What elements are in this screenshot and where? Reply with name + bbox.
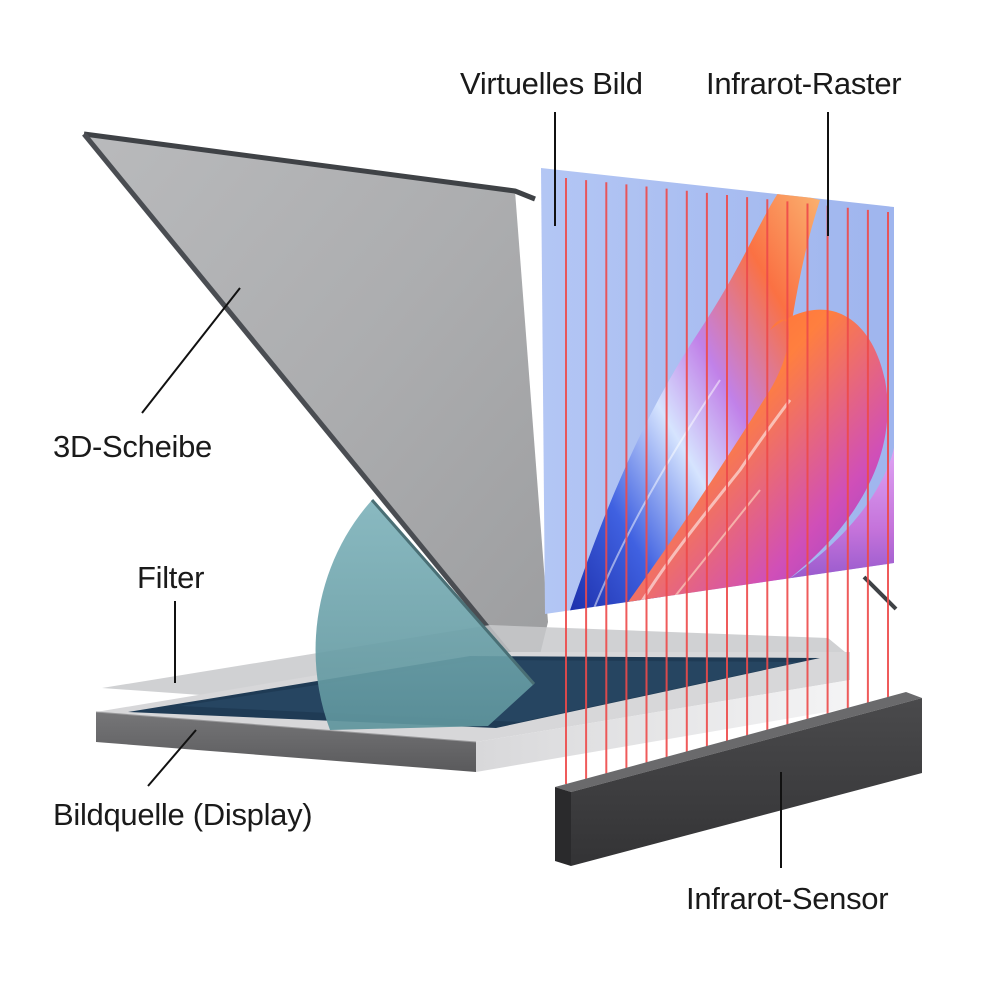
virtual-image <box>541 168 894 614</box>
leader-image-source <box>147 729 197 787</box>
ir-sensor-bar <box>555 692 922 866</box>
label-3d-panel: 3D-Scheibe <box>53 429 212 464</box>
label-ir-sensor: Infrarot-Sensor <box>686 881 889 916</box>
leader-3d-panel <box>141 287 241 414</box>
label-filter: Filter <box>137 560 205 595</box>
glass-panel <box>82 131 898 686</box>
label-virtual-image: Virtuelles Bild <box>460 66 643 101</box>
label-ir-grid: Infrarot-Raster <box>706 66 902 101</box>
ir-beams <box>565 178 889 784</box>
label-image-source: Bildquelle (Display) <box>53 797 313 832</box>
teal-reflection <box>315 499 536 730</box>
